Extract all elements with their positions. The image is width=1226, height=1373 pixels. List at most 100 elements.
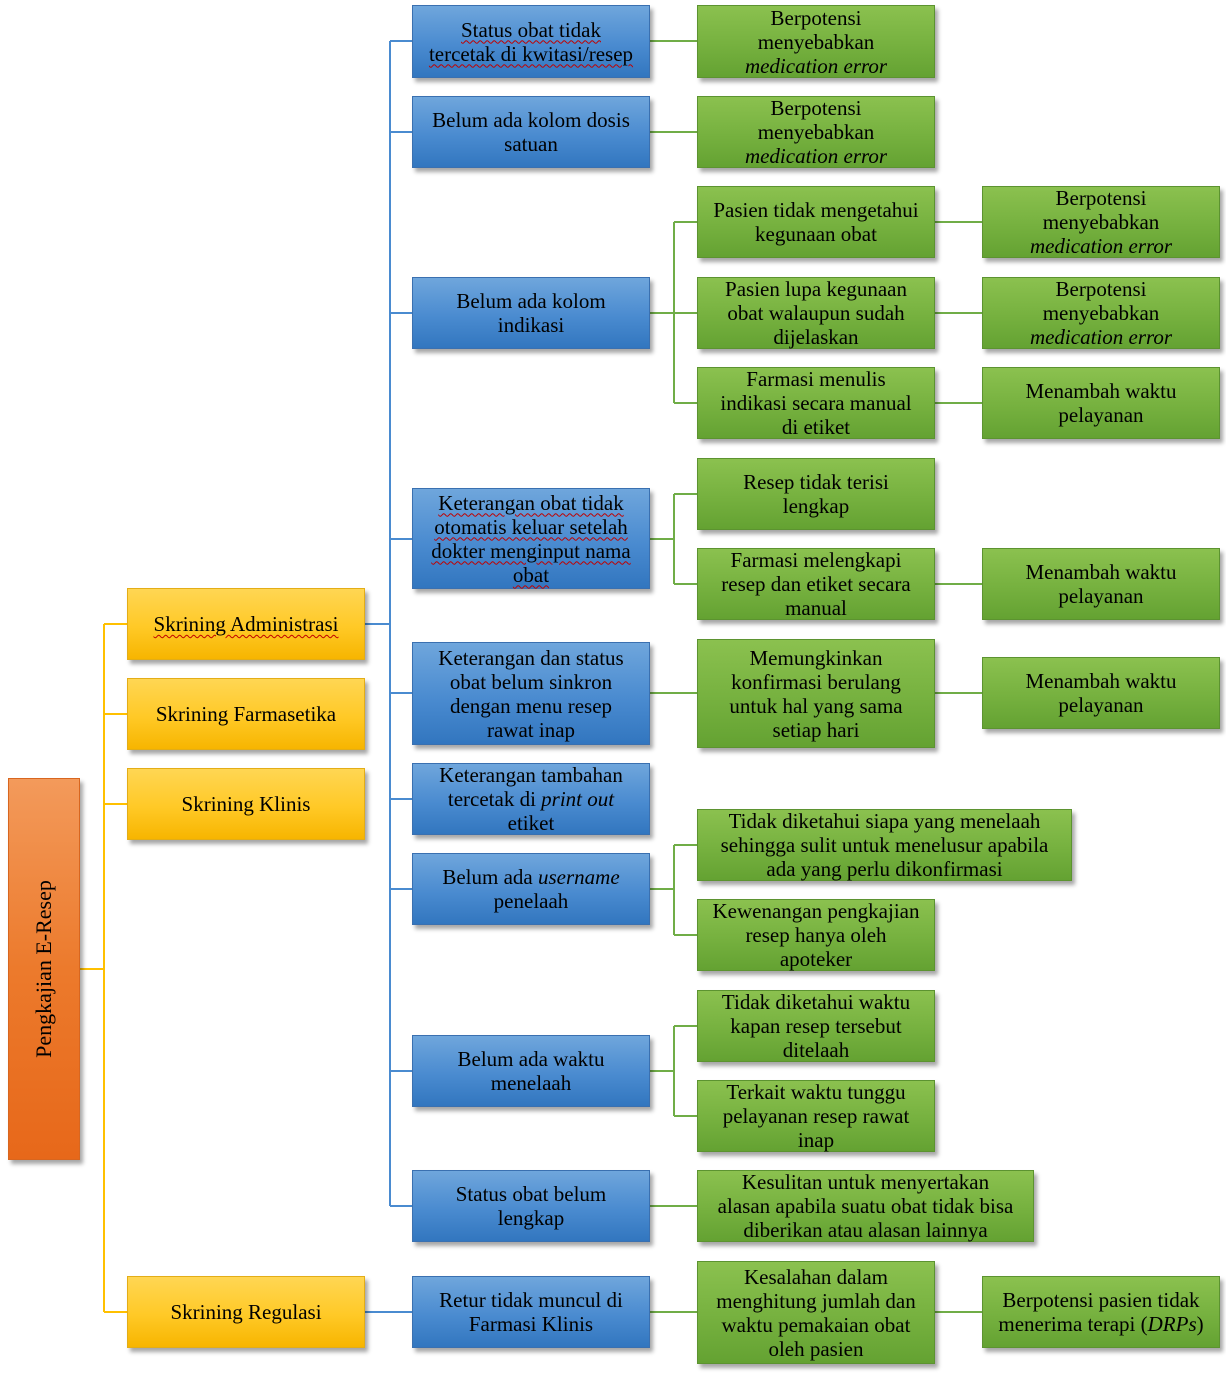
issue-line: rawat inap — [486, 717, 576, 742]
category-farmasetika: Skrining Farmasetika — [127, 678, 365, 750]
issue-line: Status obat belum — [455, 1182, 607, 1206]
consequence-line: Berpotensi pasien tidak — [1002, 1288, 1200, 1312]
effect-line: Kesalahan dalam — [743, 1264, 888, 1289]
effect-line: setiap hari — [772, 717, 860, 742]
issue-line: Belum ada kolom dosis — [432, 108, 630, 132]
effect-line: resep dan etiket secara — [721, 572, 911, 596]
issue-line: Status obat tidak — [461, 17, 601, 42]
effect-italic-line: medication error — [744, 144, 888, 168]
consequence-line: Berpotensi — [1055, 277, 1147, 301]
issue-text: tercetak di — [447, 787, 542, 811]
category-administrasi: Skrining Administrasi — [127, 588, 365, 660]
effect-line: apoteker — [779, 947, 853, 971]
category-administrasi-label: Skrining Administrasi — [153, 612, 339, 636]
root-label: Pengkajian E-Resep — [31, 880, 57, 1058]
issue-keterangan-obat-tidak-otomatis: Keterangan obat tidak otomatis keluar se… — [412, 488, 650, 589]
issue-line-mixed: tercetak di print out — [439, 787, 623, 811]
effect-terkait-waktu-tunggu: Terkait waktu tunggu pelayanan resep raw… — [697, 1080, 935, 1152]
effect-line: Pasien tidak mengetahui — [713, 198, 919, 222]
effect-line: indikasi secara manual — [720, 391, 912, 415]
consequence-line: Menambah waktu — [1025, 560, 1177, 584]
issue-line: Keterangan tambahan — [439, 763, 623, 787]
effect-line: Pasien lupa kegunaan — [725, 277, 907, 301]
effect-line: manual — [785, 596, 847, 620]
effect-line: Resep tidak terisi — [743, 470, 889, 494]
issue-line: satuan — [504, 132, 558, 156]
issue-italic-text: username — [537, 865, 620, 889]
effect-line: menyebabkan — [757, 29, 875, 54]
effect-line: di etiket — [781, 415, 851, 439]
effect-line: konfirmasi berulang — [731, 669, 901, 694]
effect-line: dijelaskan — [773, 325, 859, 349]
issue-belum-ada-username: Belum ada username penelaah — [412, 853, 650, 925]
effect-tidak-diketahui-siapa: Tidak diketahui siapa yang menelaah sehi… — [697, 809, 1072, 881]
issue-text: Belum ada — [442, 865, 538, 889]
effect-line: Terkait waktu tunggu — [726, 1080, 906, 1104]
issue-line: penelaah — [493, 889, 569, 913]
effect-line: Berpotensi — [770, 5, 862, 30]
effect-line: Farmasi menulis — [746, 367, 886, 391]
issue-line: tercetak di kwitasi/resep — [428, 41, 634, 66]
issue-status-obat-tidak-tercetak: Status obat tidak tercetak di kwitasi/re… — [412, 5, 650, 78]
consequence-line: Menambah waktu — [1025, 379, 1177, 403]
consequence-line: Menambah waktu — [1025, 669, 1177, 693]
consequence-medication-error-1: Berpotensi menyebabkan medication error — [982, 186, 1220, 258]
effect-italic-line: medication error — [744, 53, 888, 78]
effect-pasien-tidak-mengetahui: Pasien tidak mengetahui kegunaan obat — [697, 186, 935, 258]
effect-line: alasan apabila suatu obat tidak bisa — [717, 1194, 1014, 1218]
consequence-italic-line: medication error — [1029, 325, 1173, 349]
consequence-line-mixed: menerima terapi (DRPs) — [998, 1312, 1203, 1336]
effect-line: ditelaah — [782, 1038, 850, 1062]
effect-resep-tidak-terisi: Resep tidak terisi lengkap — [697, 458, 935, 530]
effect-medication-error-1: Berpotensi menyebabkan medication error — [697, 5, 935, 78]
consequence-text: menerima terapi ( — [998, 1312, 1148, 1336]
effect-line: obat walaupun sudah — [727, 301, 905, 325]
effect-line: sehingga sulit untuk menelusur apabila — [720, 833, 1049, 857]
consequence-menambah-waktu-2: Menambah waktu pelayanan — [982, 548, 1220, 620]
consequence-line: menyebabkan — [1042, 301, 1160, 325]
consequence-line: menyebabkan — [1042, 210, 1160, 234]
issue-line: Belum ada waktu — [457, 1047, 605, 1071]
effect-line: pelayanan resep rawat — [722, 1104, 910, 1128]
effect-line: menghitung jumlah dan — [716, 1288, 916, 1313]
effect-line: Farmasi melengkapi — [730, 548, 902, 572]
issue-line-mixed: Belum ada username — [442, 865, 619, 889]
issue-line: obat — [512, 562, 550, 587]
issue-keterangan-status-belum-sinkron: Keterangan dan status obat belum sinkron… — [412, 642, 650, 745]
effect-line: ada yang perlu dikonfirmasi — [766, 857, 1003, 881]
effect-kesulitan-menyertakan-alasan: Kesulitan untuk menyertakan alasan apabi… — [697, 1170, 1034, 1242]
effect-line: Kewenangan pengkajian — [712, 899, 920, 923]
effect-line: menyebabkan — [757, 120, 875, 144]
issue-line: obat belum sinkron — [449, 669, 613, 694]
issue-line: lengkap — [497, 1206, 565, 1230]
category-farmasetika-label: Skrining Farmasetika — [155, 702, 337, 726]
effect-line: Memungkinkan — [749, 645, 883, 670]
effect-line: diberikan atau alasan lainnya — [743, 1218, 988, 1242]
consequence-line: Berpotensi — [1055, 186, 1147, 210]
effect-line: waktu pemakaian obat — [721, 1312, 911, 1337]
effect-line: Tidak diketahui siapa yang menelaah — [728, 809, 1041, 833]
effect-line: lengkap — [782, 494, 850, 518]
issue-line: menelaah — [490, 1071, 572, 1095]
issue-line: Keterangan obat tidak — [438, 490, 624, 515]
root-node: Pengkajian E-Resep — [8, 778, 80, 1160]
effect-kewenangan-pengkajian: Kewenangan pengkajian resep hanya oleh a… — [697, 899, 935, 971]
category-regulasi: Skrining Regulasi — [127, 1276, 365, 1348]
issue-line: Retur tidak muncul di — [439, 1288, 623, 1312]
issue-belum-ada-kolom-indikasi: Belum ada kolom indikasi — [412, 277, 650, 349]
issue-line: Farmasi Klinis — [468, 1312, 594, 1336]
consequence-drps: Berpotensi pasien tidak menerima terapi … — [982, 1276, 1220, 1348]
effect-line: kapan resep tersebut — [730, 1014, 902, 1038]
effect-line: untuk hal yang sama — [729, 693, 903, 718]
effect-line: Kesulitan untuk menyertakan — [741, 1170, 990, 1194]
consequence-menambah-waktu-1: Menambah waktu pelayanan — [982, 367, 1220, 439]
consequence-line: pelayanan — [1058, 403, 1144, 427]
effect-line: resep hanya oleh — [745, 923, 887, 947]
effect-farmasi-menulis-indikasi: Farmasi menulis indikasi secara manual d… — [697, 367, 935, 439]
effect-line: Berpotensi — [770, 96, 862, 120]
issue-line: indikasi — [497, 313, 565, 337]
consequence-italic-line: medication error — [1029, 234, 1173, 258]
category-klinis: Skrining Klinis — [127, 768, 365, 840]
category-klinis-label: Skrining Klinis — [181, 792, 311, 816]
